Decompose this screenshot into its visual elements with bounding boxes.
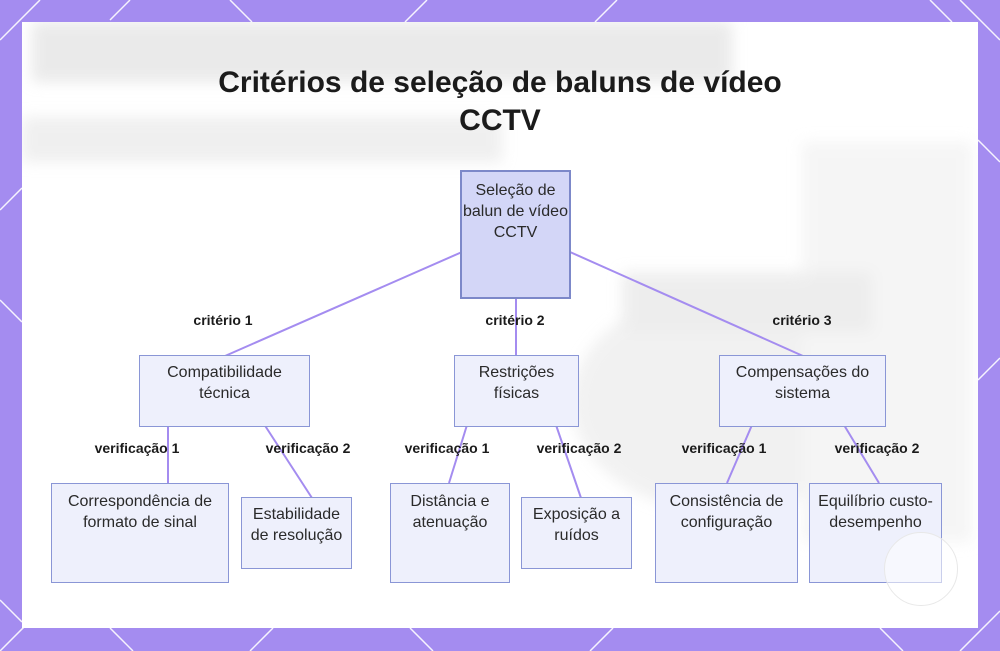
criterion-node-2-label: Restrições físicas [478, 364, 555, 402]
diagram-card: Critérios de seleção de baluns de vídeo … [22, 22, 978, 628]
connector-c3-check-2 [843, 424, 880, 484]
connector-lines [167, 251, 880, 499]
criterion-node-1: Compatibilidade técnica [139, 355, 310, 427]
check-node-c3-2-label: Equilíbrio custo-desempenho [818, 493, 933, 531]
connector-root-criterion-3 [569, 251, 804, 357]
edge-label-c1-check-2: verificação 2 [265, 440, 351, 456]
watermark-badge [884, 532, 958, 606]
check-node-c3-1-label: Consistência de configuração [669, 493, 784, 531]
criterion-node-2: Restrições físicas [454, 355, 579, 427]
criterion-node-3: Compensações do sistema [719, 355, 886, 427]
root-node: Seleção de balun de vídeo CCTV [460, 170, 571, 299]
check-node-c1-2: Estabilidade de resolução [241, 497, 352, 569]
connector-c3-check-1 [726, 424, 753, 484]
background-photo [22, 22, 972, 542]
check-node-c1-1: Correspondência de formato de sinal [51, 483, 229, 583]
edge-label-criterion-3: critério 3 [772, 312, 832, 328]
check-node-c2-1-label: Distância e atenuação [410, 493, 490, 531]
check-node-c1-1-label: Correspondência de formato de sinal [67, 493, 213, 531]
edge-label-c3-check-2: verificação 2 [834, 440, 920, 456]
edge-label-c2-check-2: verificação 2 [536, 440, 622, 456]
check-node-c1-2-label: Estabilidade de resolução [250, 506, 343, 544]
edge-label-criterion-2: critério 2 [485, 312, 545, 328]
check-node-c2-1: Distância e atenuação [390, 483, 510, 583]
edge-label-criterion-1: critério 1 [193, 312, 253, 328]
connector-c2-check-1 [448, 424, 468, 484]
connector-c1-check-2 [261, 420, 313, 499]
check-node-c2-2: Exposição a ruídos [521, 497, 632, 569]
criterion-node-3-label: Compensações do sistema [735, 364, 870, 402]
edge-label-c3-check-1: verificação 1 [681, 440, 767, 456]
connector-c2-check-2 [555, 424, 582, 499]
edge-label-c2-check-1: verificação 1 [404, 440, 490, 456]
root-node-label: Seleção de balun de vídeo CCTV [463, 182, 568, 241]
check-node-c3-1: Consistência de configuração [655, 483, 798, 583]
edge-label-c1-check-1: verificação 1 [94, 440, 180, 456]
check-node-c2-2-label: Exposição a ruídos [532, 506, 621, 544]
diagram-title: Critérios de seleção de baluns de vídeo … [218, 66, 782, 137]
connector-root-criterion-1 [224, 251, 463, 357]
criterion-node-1-label: Compatibilidade técnica [167, 364, 282, 402]
